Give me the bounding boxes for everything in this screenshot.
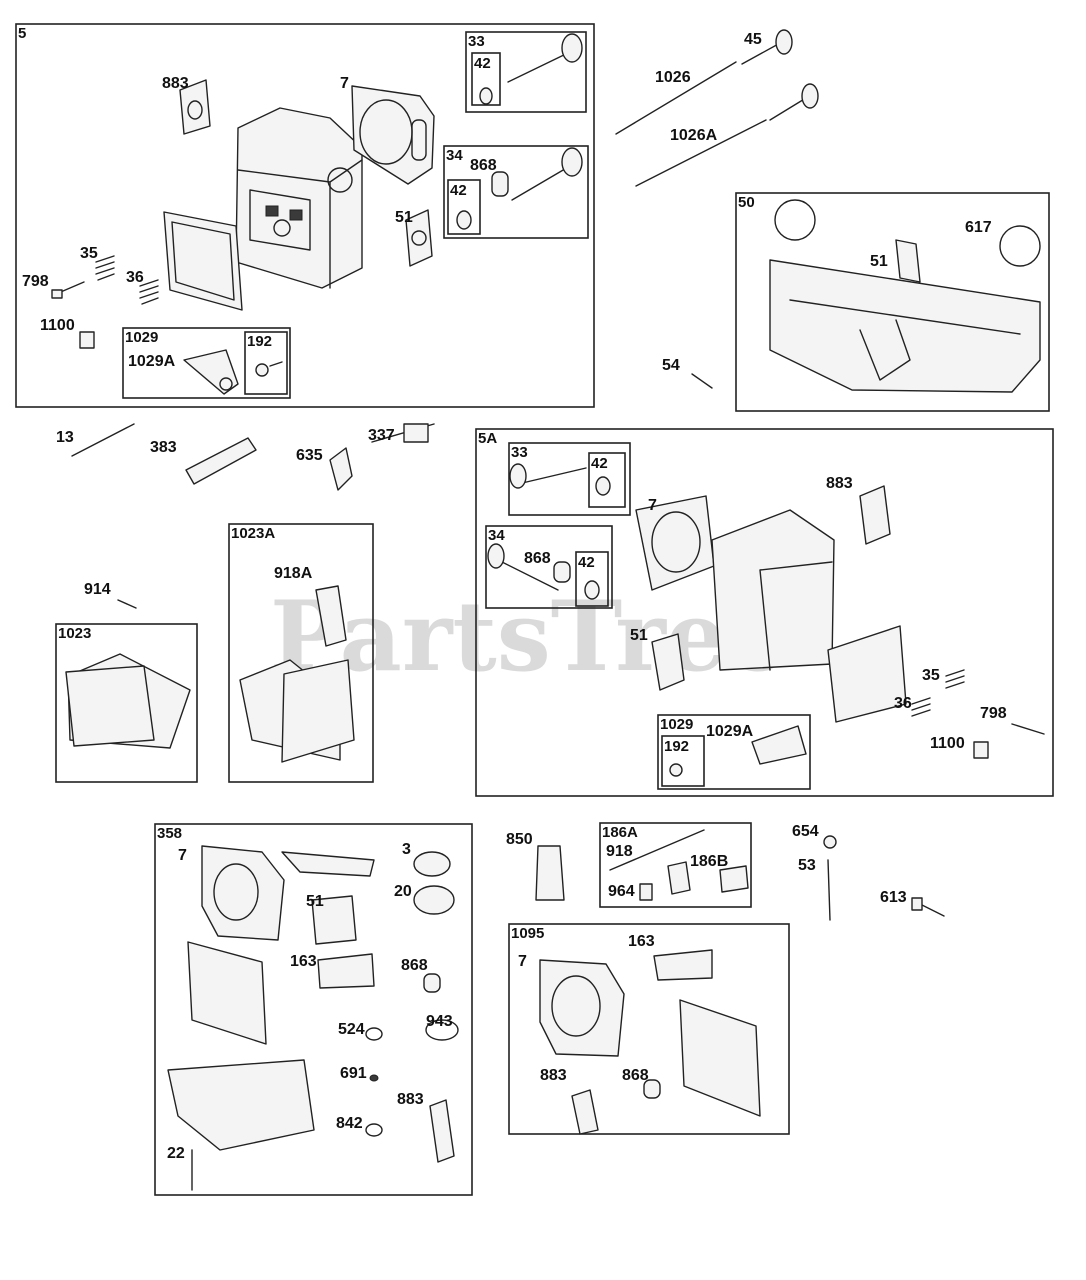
part-number: 51 <box>306 893 324 910</box>
part-number: 613 <box>880 889 907 906</box>
part-number: 20 <box>394 883 412 900</box>
part-drawings <box>51 29 1045 1191</box>
part-number: 850 <box>506 831 533 848</box>
part-number: 1029A <box>128 353 176 370</box>
group-tag: 192 <box>247 333 272 350</box>
group-tag: 33 <box>511 444 528 461</box>
group-tag: 358 <box>157 825 182 842</box>
watermark-text: PartsTree <box>270 580 788 693</box>
group-tag: 42 <box>450 182 467 199</box>
part-number: 53 <box>798 857 816 874</box>
part-number: 22 <box>167 1145 185 1162</box>
group-tag: 5 <box>18 25 26 42</box>
part-number: 964 <box>608 883 635 900</box>
group-tag: 192 <box>664 738 689 755</box>
group-tag: 42 <box>578 554 595 571</box>
group-tag: 1029 <box>660 716 693 733</box>
part-number: 51 <box>870 253 888 270</box>
part-number: 883 <box>540 1067 567 1084</box>
part-number: 868 <box>401 957 428 974</box>
part-number: 3 <box>402 841 411 858</box>
part-number: 36 <box>126 269 144 286</box>
part-number: 918A <box>274 565 313 582</box>
part-number: 798 <box>980 705 1007 722</box>
group-boxes <box>15 23 1054 1196</box>
group-tag: 1095 <box>511 925 544 942</box>
part-callouts: 883 7 868 51 35 798 36 1100 1029A 45 102… <box>22 31 1007 1162</box>
part-number: 51 <box>630 627 648 644</box>
group-tag: 1023A <box>231 525 275 542</box>
part-number: 337 <box>368 427 395 444</box>
group-tag: 5A <box>478 430 497 447</box>
group-tag: 42 <box>591 455 608 472</box>
part-number: 186B <box>690 853 728 870</box>
part-number: 943 <box>426 1013 453 1030</box>
part-number: 7 <box>340 75 349 92</box>
part-number: 883 <box>826 475 853 492</box>
part-number: 54 <box>662 357 680 374</box>
part-number: 163 <box>628 933 655 950</box>
part-number: 883 <box>397 1091 424 1108</box>
part-number: 51 <box>395 209 413 226</box>
part-number: 1026A <box>670 127 718 144</box>
part-number: 7 <box>178 847 187 864</box>
part-number: 691 <box>340 1065 367 1082</box>
part-number: 13 <box>56 429 74 446</box>
part-number: 868 <box>524 550 551 567</box>
group-tag: 34 <box>488 527 505 544</box>
group-tag: 1029 <box>125 329 158 346</box>
group-tag: 50 <box>738 194 755 211</box>
part-number: 524 <box>338 1021 365 1038</box>
group-tag: 33 <box>468 33 485 50</box>
group-tags: 5 33 42 34 42 1029 192 50 5A 33 42 34 42… <box>18 25 755 942</box>
part-number: 868 <box>470 157 497 174</box>
part-number: 798 <box>22 273 49 290</box>
part-number: 842 <box>336 1115 363 1132</box>
group-tag: 186A <box>602 824 638 841</box>
part-number: 1026 <box>655 69 691 86</box>
group-tag: 42 <box>474 55 491 72</box>
part-number: 383 <box>150 439 177 456</box>
part-number: 35 <box>922 667 940 684</box>
part-number: 35 <box>80 245 98 262</box>
part-number: 36 <box>894 695 912 712</box>
part-number: 654 <box>792 823 819 840</box>
part-number: 635 <box>296 447 323 464</box>
part-number: 868 <box>622 1067 649 1084</box>
group-tag: 1023 <box>58 625 91 642</box>
part-number: 883 <box>162 75 189 92</box>
part-number: 617 <box>965 219 992 236</box>
part-number: 7 <box>518 953 527 970</box>
group-tag: 34 <box>446 147 463 164</box>
part-number: 1029A <box>706 723 754 740</box>
part-number: 914 <box>84 581 111 598</box>
part-number: 7 <box>648 497 657 514</box>
part-number: 1100 <box>40 317 75 334</box>
part-number: 918 <box>606 843 633 860</box>
part-number: 45 <box>744 31 762 48</box>
part-number: 163 <box>290 953 317 970</box>
part-number: 1100 <box>930 735 965 752</box>
